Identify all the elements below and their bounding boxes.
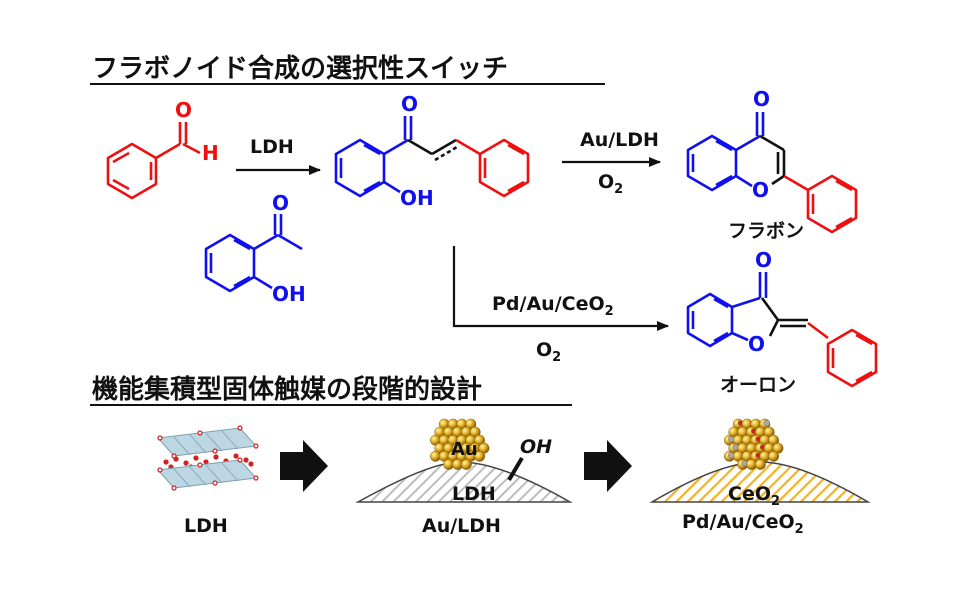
atom-o-chalcone: O [401, 92, 418, 116]
gold-atom [460, 458, 472, 470]
chalcone-blue-part [334, 116, 413, 198]
catalyst-pd-au-ceo2: Pd/Au/CeO2 [492, 293, 614, 319]
au-ldh-illustration [355, 418, 573, 503]
flavone-blue-part [686, 112, 765, 192]
atom-h-aldehyde: H [202, 141, 219, 165]
oxidant-o2-top: O2 [598, 171, 623, 197]
hydroxyacetophenone-structure [204, 214, 303, 293]
ce-atom [763, 419, 770, 427]
chalcone-red-ring [455, 138, 530, 198]
reaction-arrow-pd-au-ceo2 [452, 246, 669, 331]
au-nanoparticle [429, 418, 490, 470]
caption-pd-au-ceo2: Pd/Au/CeO2 [682, 511, 804, 537]
ldh-layer-oxygens [157, 425, 259, 491]
ldh-layer [156, 459, 258, 489]
oh-group-label: OH [520, 436, 552, 458]
aurone-blue-part [686, 272, 768, 348]
section-title-catalyst-design: 機能集積型固体触媒の段階的設計 [92, 374, 482, 405]
atom-o-aurone-carbonyl: O [755, 248, 772, 272]
atom-oh-acetophenone: OH [272, 282, 306, 306]
aurone-black-part [760, 297, 808, 337]
atom-oh-chalcone: OH [400, 186, 434, 210]
pd-au-nanoparticle [724, 418, 784, 470]
atom-o-aurone-ring: O [748, 332, 765, 356]
support-label-ldh: LDH [452, 483, 496, 505]
caption-ldh: LDH [184, 515, 228, 537]
process-arrow-2 [584, 440, 632, 492]
product-name-flavone: フラボン [728, 220, 804, 242]
section-title-flavonoid-switch: フラボノイド合成の選択性スイッチ [92, 53, 508, 84]
oxidant-o2-bottom: O2 [536, 339, 561, 365]
flavone-black-part [759, 134, 786, 186]
chalcone-black-bridge [407, 138, 458, 162]
oh-bond-icon [507, 456, 524, 482]
atom-o-aldehyde: O [175, 98, 192, 122]
pd-au-ceo2-illustration [649, 418, 871, 503]
atom-o-flavone-carbonyl: O [753, 87, 770, 111]
catalyst-au-ldh: Au/LDH [580, 129, 659, 151]
aurone-red-ring [807, 321, 878, 388]
gold-atom [474, 450, 485, 462]
flavone-red-ring [783, 174, 858, 234]
process-arrow-1 [280, 440, 328, 492]
ldh-layer-illustration [156, 425, 259, 491]
gold-atom [768, 450, 779, 462]
au-particle-label: Au [451, 439, 478, 460]
benzaldehyde-structure [106, 122, 201, 200]
atom-o-acetophenone: O [272, 191, 289, 215]
atom-o-flavone-ring: O [752, 178, 769, 202]
caption-au-ldh: Au/LDH [422, 515, 501, 537]
reagent-ldh: LDH [250, 136, 294, 158]
gold-atom [755, 458, 766, 470]
product-name-aurone: オーロン [720, 374, 796, 396]
ldh-layer [156, 427, 258, 457]
support-label-ceo2: CeO2 [728, 483, 780, 509]
